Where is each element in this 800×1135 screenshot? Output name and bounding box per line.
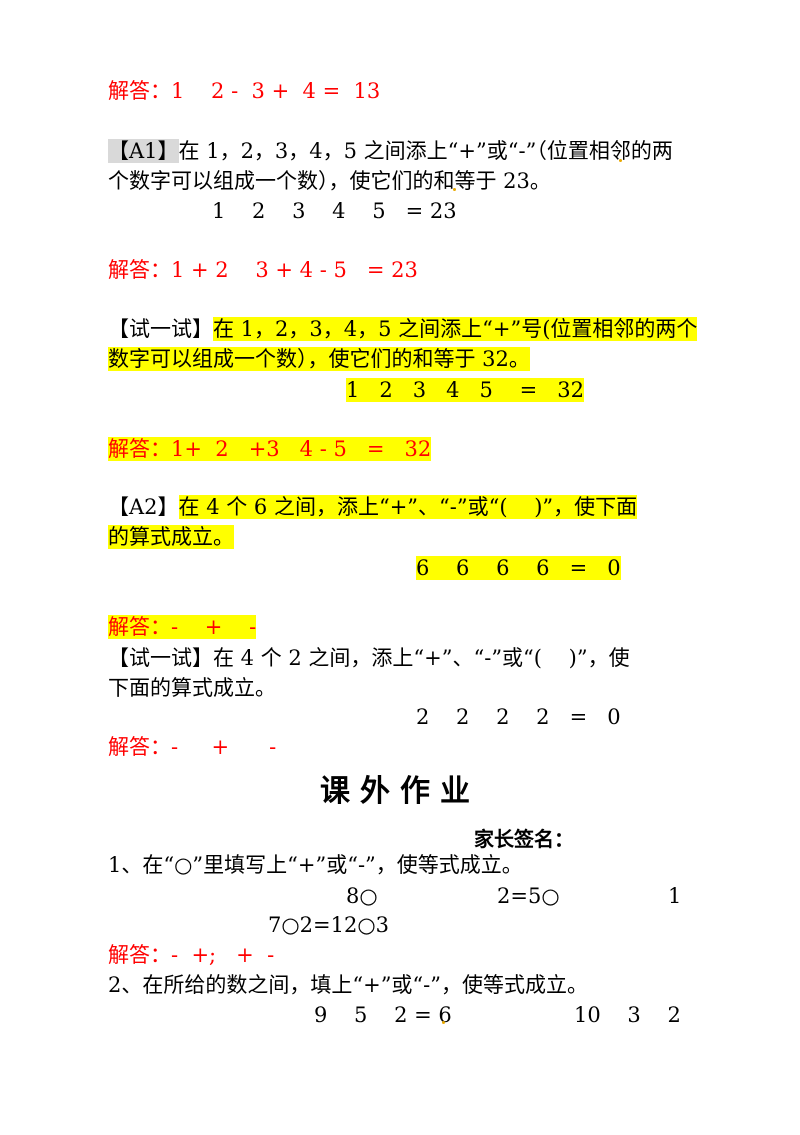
a2-answer-text: 解答：- + - [108, 615, 257, 639]
try2-question-line1: 【试一试】在 4 个 2 之间，添上“+”、“-”或“( )”，使 [108, 644, 630, 672]
a1-question-line2: 个数字可以组成一个数），使它们的和等于 23。 [108, 169, 551, 193]
hw-q2-eq-b: 10 3 2 [574, 1003, 681, 1027]
a1-equation: 1 2 3 4 5 = 23 [212, 199, 457, 223]
a2-text-1: 在 4 个 6 之间，添上“+”、“-”或“( )”，使下面 [178, 495, 638, 519]
homework-title: 课外作业 [320, 774, 480, 809]
a2-question-line1: 【A2】在 4 个 6 之间，添上“+”、“-”或“( )”，使下面 [108, 493, 638, 521]
a1-question-line1: 【A1】在 1，2，3，4，5 之间添上“+”或“-”（位置相邻的两 [108, 137, 673, 165]
hw-q1-eq-a: 8○ [346, 884, 378, 908]
try2-equation: 2 2 2 2 = 0 [416, 705, 621, 729]
try2-tag: 【试一试】 [108, 646, 213, 670]
try2-answer: 解答：- + - [108, 735, 277, 759]
try1-answer: 解答：1+ 2 +3 4 - 5 = 32 [108, 435, 432, 463]
try1-equation-text: 1 2 3 4 5 = 32 [346, 378, 584, 402]
a2-text-2: 的算式成立。 [108, 525, 234, 549]
hw-q1-eq-c: 1 [668, 884, 682, 908]
try1-tag: 【试一试】 [108, 317, 213, 341]
try1-text-1: 在 1，2，3，4，5 之间添上“+”号(位置相邻的两个 [213, 317, 698, 341]
a1-answer: 解答：1 + 2 3 + 4 - 5 = 23 [108, 258, 418, 282]
ink-mark [619, 159, 622, 162]
try1-question-line2: 数字可以组成一个数），使它们的和等于 32。 [108, 345, 530, 373]
ink-mark [442, 1021, 445, 1024]
a2-tag: 【A2】 [108, 495, 179, 519]
a1-text-1: 在 1，2，3，4，5 之间添上“+”或“-”（位置相邻的两 [178, 139, 673, 163]
try1-text-2: 数字可以组成一个数），使它们的和等于 32。 [108, 347, 530, 371]
hw-q1-answer: 解答：- +; + - [108, 943, 275, 967]
a2-equation: 6 6 6 6 = 0 [416, 554, 621, 582]
ink-mark [453, 188, 456, 191]
try2-text-1: 在 4 个 2 之间，添上“+”、“-”或“( )”，使 [213, 646, 630, 670]
hw-q2-eq-a: 9 5 2 = 6 [314, 1003, 452, 1027]
hw-question-2: 2、在所给的数之间，填上“+”或“-”，使等式成立。 [108, 973, 588, 997]
hw-q1-eq-b: 2=5○ [497, 884, 560, 908]
try1-answer-text: 解答：1+ 2 +3 4 - 5 = 32 [108, 437, 432, 461]
hw-q1-eq-d: 7○2=12○3 [268, 913, 390, 937]
try1-equation: 1 2 3 4 5 = 32 [346, 376, 584, 404]
try1-question-line1: 【试一试】在 1，2，3，4，5 之间添上“+”号(位置相邻的两个 [108, 315, 698, 343]
a2-question-line2: 的算式成立。 [108, 523, 234, 551]
hw-question-1: 1、在“○”里填写上“+”或“-”，使等式成立。 [108, 853, 523, 877]
a2-answer: 解答：- + - [108, 613, 257, 641]
previous-answer: 解答：1 2 - 3 + 4 = 13 [108, 79, 381, 103]
a1-tag: 【A1】 [108, 139, 179, 163]
try2-question-line2: 下面的算式成立。 [108, 676, 276, 700]
a2-equation-text: 6 6 6 6 = 0 [416, 556, 621, 580]
parent-signature-label: 家长签名： [474, 827, 574, 851]
